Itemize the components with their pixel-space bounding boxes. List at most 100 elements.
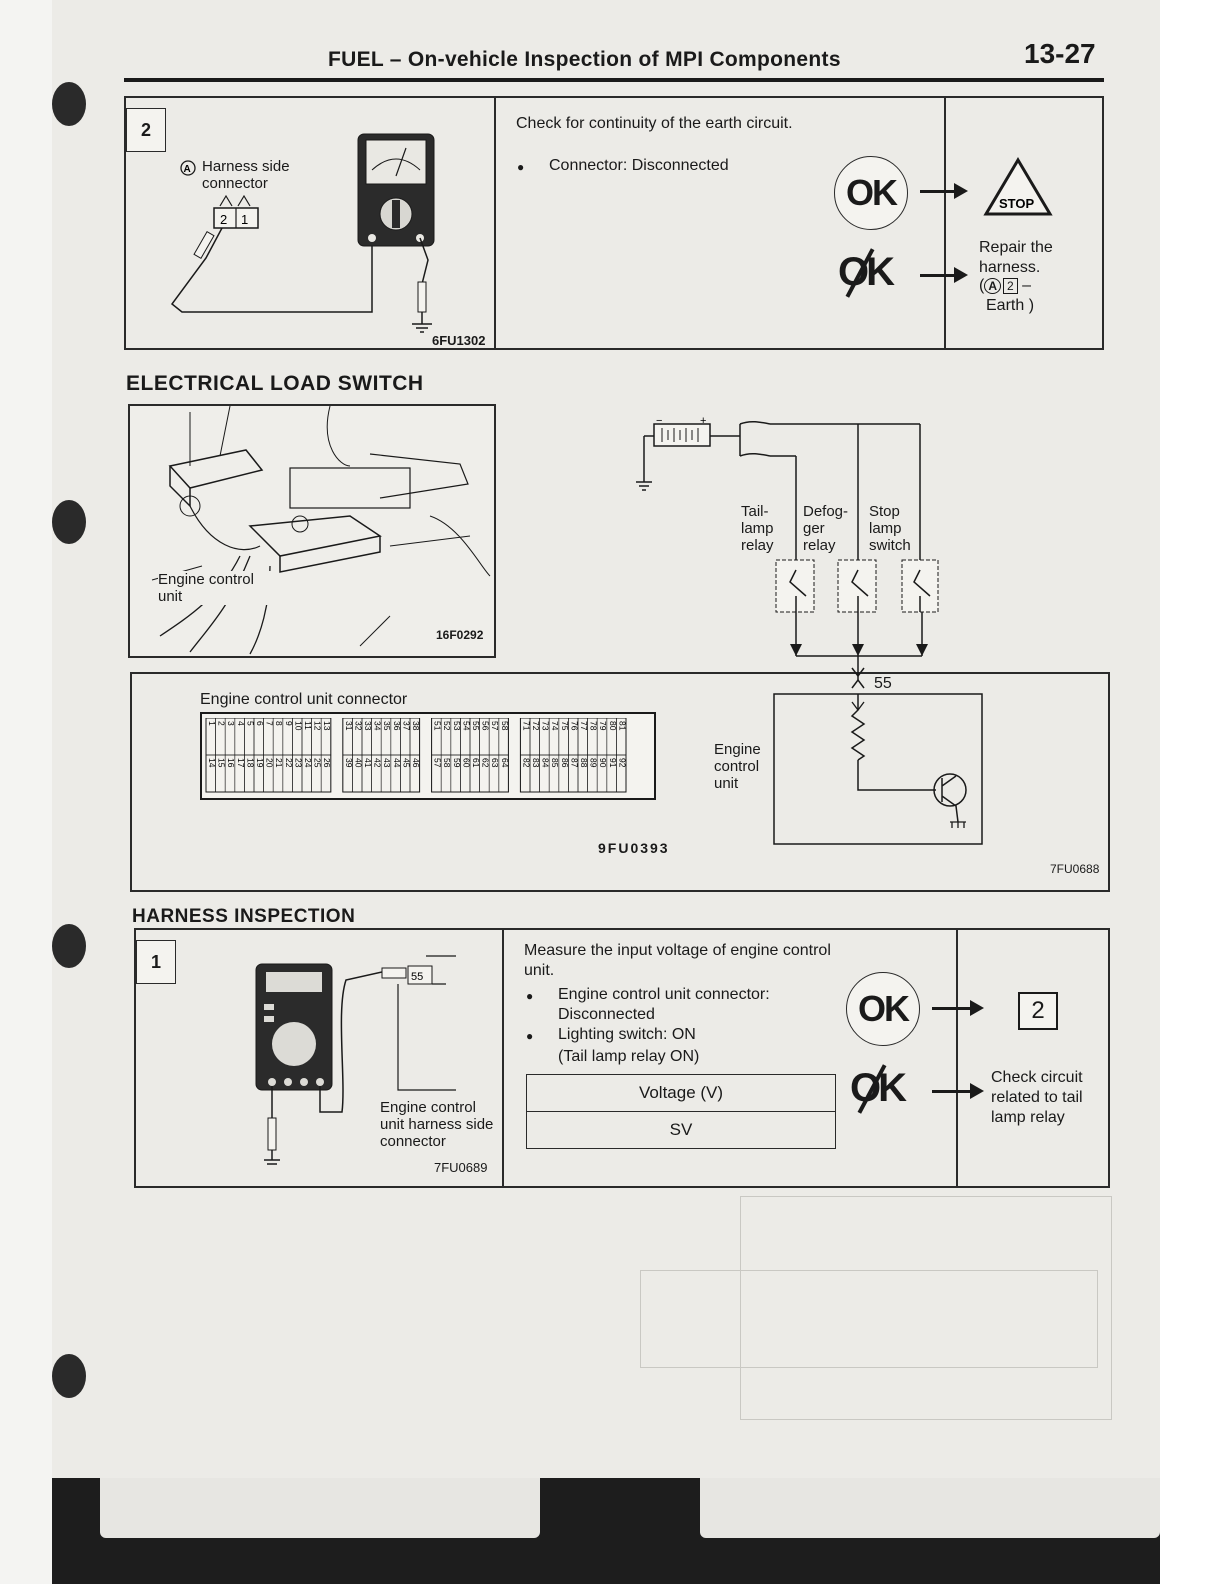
connector-pin-number: 64 [500,758,510,768]
connector-pin-cell [498,754,509,793]
callout-letter: A [184,164,191,175]
switch-label: Stop lamp switch [869,503,911,554]
transistor-icon [933,773,967,807]
connector-pin-number: 82 [521,758,531,768]
page-number: 13-27 [1024,38,1096,69]
connector-pin-number: 33 [363,721,373,731]
fuse-icon [739,420,771,457]
step-number: 2 [126,108,166,152]
connector-pin-number: 20 [265,758,275,768]
connector-pin-number: 61 [471,758,481,768]
instruction-text: Check for continuity of the earth circui… [516,115,793,132]
relay-switch-icon [775,559,815,613]
connector-pin-number: 88 [579,758,589,768]
connector-pin-number: 32 [353,721,363,731]
connector-title: Engine control unit connector [200,691,408,708]
figure-code: 9FU0393 [598,840,670,856]
instruction-text: Measure the input voltage of engine cont… [524,942,831,979]
switch-icon [901,559,939,613]
ng-action-ref-tail: Earth ) [986,297,1035,314]
connector-pin-number: 78 [589,721,599,731]
connector-pin-number: 23 [293,758,303,768]
binder-hole [52,1354,86,1398]
connector-pin: 2 [220,212,227,227]
arrow-right-icon [932,1000,984,1016]
bullet-item: Lighting switch: ON [526,1025,818,1046]
terminal-pin: 55 [411,971,423,983]
connector-pin-number: 59 [452,758,462,768]
connector-pin-number: 38 [411,721,421,731]
connector-pin-number: 46 [411,758,421,768]
arrow-right-icon [920,267,968,283]
connector-pin-number: 54 [461,721,471,731]
battery-icon [653,423,711,447]
connector-pin-number: 52 [442,721,452,731]
connector-pin-number: 34 [373,721,383,731]
connector-pin-number: 22 [284,758,294,768]
relay-switch-icon [837,559,877,613]
connector-pin-number: 17 [236,758,246,768]
page-title: FUEL – On-vehicle Inspection of MPI Comp… [328,48,841,71]
figure-code: 16F0292 [436,628,484,642]
ok-icon: OK [846,972,920,1046]
connector-pin-number: 76 [569,721,579,731]
connector-pin-number: 15 [217,758,227,768]
connector-pin-number: 36 [392,721,402,731]
step-2-panel [124,96,1104,350]
connector-pin-cell [409,754,420,793]
connector-pin-number: 39 [344,758,354,768]
connector-pin-number: 75 [560,721,570,731]
connector-pin-number: 79 [598,721,608,731]
pin-box: 2 [1003,278,1018,294]
connector-label: Engine control unit harness side connect… [380,1099,494,1150]
connector-pin-number: 90 [598,758,608,768]
ecu-label: Engine control unit [714,741,761,792]
svg-text:+: + [700,415,706,427]
not-ok-icon: OK [838,250,895,294]
connector-pin-number: 57 [490,721,500,731]
connector-pin-number: 12 [313,721,323,731]
circuit-diagram: − + [636,415,983,845]
page-tab [100,1478,540,1538]
connector-pin-number: 24 [303,758,313,768]
connector-pin-number: 1 [207,721,217,726]
binder-hole [52,924,86,968]
connector-pin-number: 91 [608,758,618,768]
stop-text: STOP [999,196,1034,211]
connector-pin-number: 45 [401,758,411,768]
binder-edge [0,0,52,1584]
connector-pin-number: 85 [550,758,560,768]
connector-pin-number: 6 [255,721,265,726]
connector-pin-number: 43 [382,758,392,768]
callout-circle-icon [180,160,196,176]
connector-pin-cell [320,754,332,793]
connector-pin-number: 42 [373,758,383,768]
connector-pin-number: 41 [363,758,373,768]
circled-letter: A [984,278,1001,294]
connector-pin-number: 81 [617,721,627,731]
relay-label: Defog-ger relay [803,503,849,554]
step-number: 1 [136,940,176,984]
connector-pin-number: 40 [353,758,363,768]
figure-code: 6FU1302 [432,333,486,348]
connector-pin-number: 5 [245,721,255,726]
connector-pin-number: 4 [236,721,246,726]
ecu-connector-diagram [200,712,656,800]
section-title: HARNESS INSPECTION [132,906,356,927]
bleed-through [740,1196,1112,1420]
relay-label: Tail-lamp relay [741,503,774,554]
figure-code: 7FU0689 [434,1160,488,1175]
connector-pin-number: 19 [255,758,265,768]
connector-pin-number: 62 [481,758,491,768]
connector-pin: 1 [241,212,248,227]
connector-pin-number: 21 [274,758,284,768]
connector-pin-number: 60 [461,758,471,768]
connector-icon [407,965,433,985]
connector-pin-number: 9 [284,721,294,726]
terminal-number: 55 [874,675,892,692]
connector-pin-number: 16 [226,758,236,768]
connector-pin-number: 53 [452,721,462,731]
connector-pin-number: 44 [392,758,402,768]
